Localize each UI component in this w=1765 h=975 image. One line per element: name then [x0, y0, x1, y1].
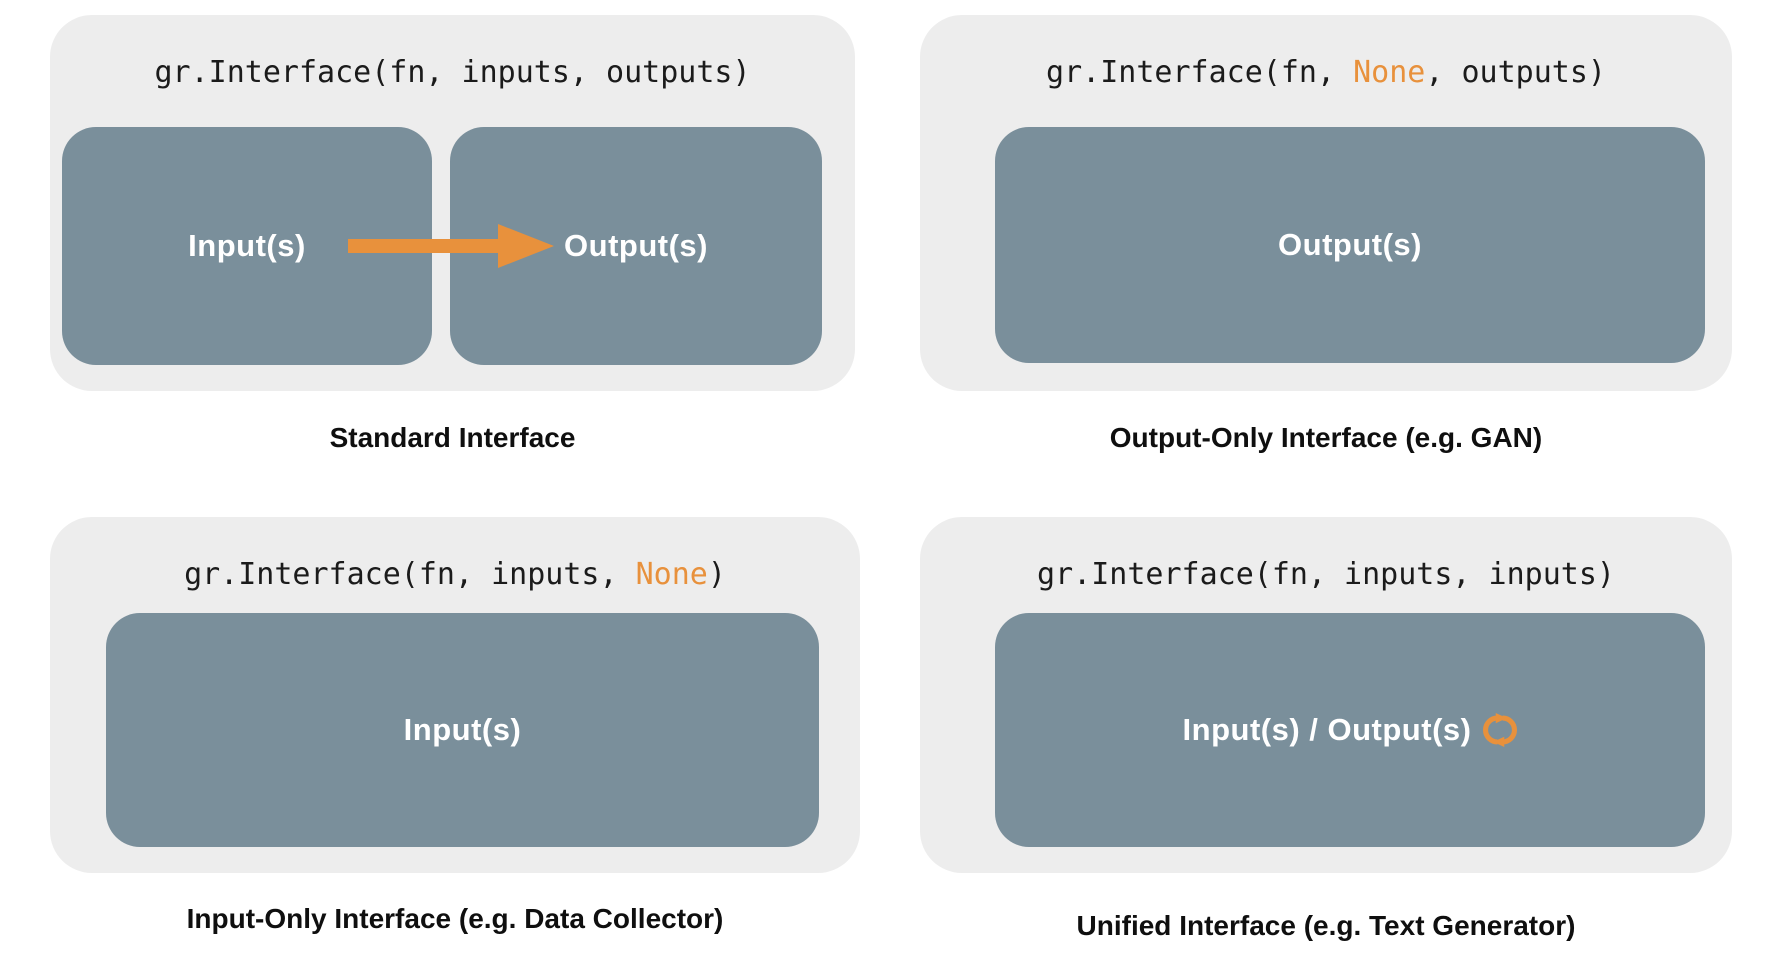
code-none-keyword: None [1353, 55, 1426, 90]
panel-standard-interface: gr.Interface(fn, inputs, outputs) Input(… [50, 15, 855, 391]
input-output-box-label: Input(s) / Output(s) [1183, 712, 1518, 748]
arrow-right-icon [348, 224, 602, 268]
code-text: , outputs) [1425, 55, 1606, 90]
output-box: Output(s) [995, 127, 1705, 363]
code-text: ) [707, 557, 726, 592]
code-text: gr.Interface(fn, inputs, [184, 557, 636, 592]
code-snippet: gr.Interface(fn, inputs, None) [50, 555, 860, 595]
code-snippet: gr.Interface(fn, inputs, inputs) [920, 555, 1732, 595]
code-snippet: gr.Interface(fn, None, outputs) [920, 53, 1732, 93]
panel-unified-interface: gr.Interface(fn, inputs, inputs) Input(s… [920, 517, 1732, 873]
panel-caption: Standard Interface [329, 422, 576, 453]
panel-caption: Input-Only Interface (e.g. Data Collecto… [186, 903, 724, 934]
input-box-label: Input(s) [403, 712, 522, 747]
arrow-head [498, 224, 554, 268]
panel-caption: Output-Only Interface (e.g. GAN) [1109, 422, 1543, 453]
panel-input-only-interface: gr.Interface(fn, inputs, None) Input(s) [50, 517, 860, 873]
input-output-box-text: Input(s) / Output(s) [1182, 712, 1472, 747]
panel-output-only-interface: gr.Interface(fn, None, outputs) Output(s… [920, 15, 1732, 391]
refresh-icon [1483, 713, 1518, 747]
code-text: gr.Interface(fn, inputs, outputs) [154, 55, 751, 90]
panel-caption: Unified Interface (e.g. Text Generator) [1076, 910, 1576, 941]
output-box-label: Output(s) [564, 228, 708, 263]
code-snippet: gr.Interface(fn, inputs, outputs) [50, 53, 855, 93]
code-text: gr.Interface(fn, [1046, 55, 1354, 90]
code-text: gr.Interface(fn, inputs, inputs) [1037, 557, 1615, 592]
code-none-keyword: None [635, 557, 708, 592]
input-box-label: Input(s) [188, 228, 306, 263]
output-box-label: Output(s) [1278, 227, 1422, 262]
arrow-shaft [348, 239, 500, 253]
input-output-box: Input(s) / Output(s) [995, 613, 1705, 847]
input-box: Input(s) [106, 613, 819, 847]
